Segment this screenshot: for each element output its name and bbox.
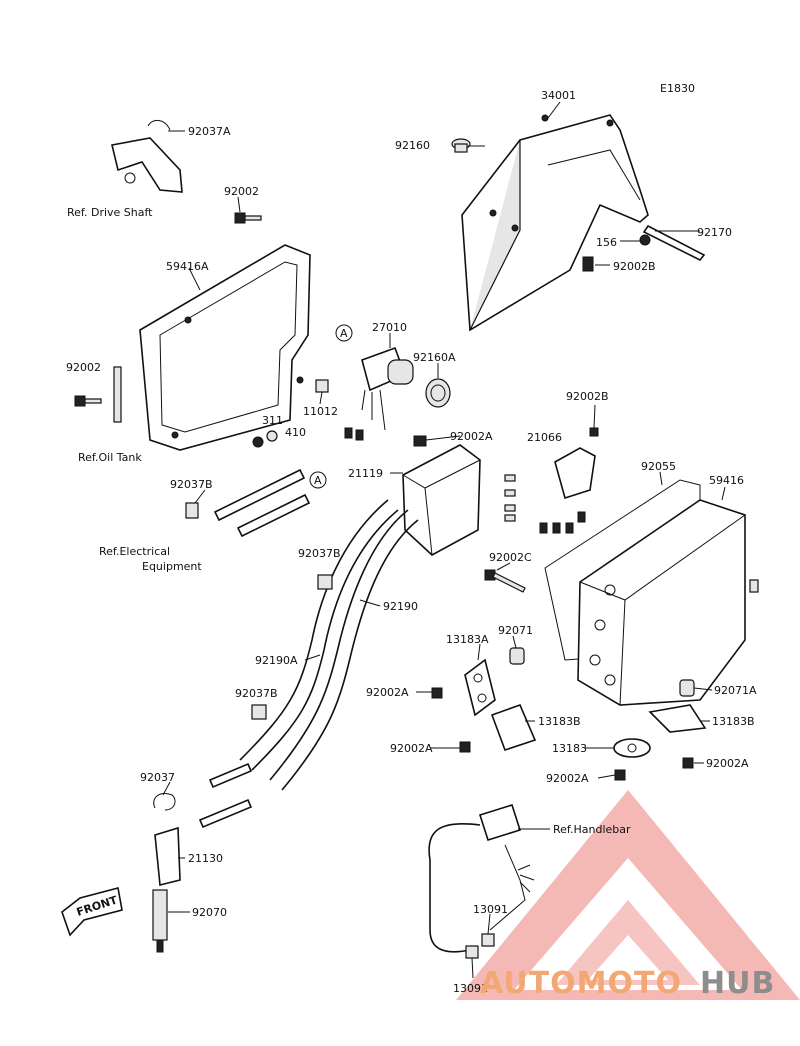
regulator-21066 xyxy=(539,427,599,534)
clamp-92037B-lower xyxy=(251,704,267,720)
ignition-coil-21119 xyxy=(402,435,481,556)
label-ref-handlebar: Ref.Handlebar xyxy=(553,823,631,836)
terminals-21119 xyxy=(504,474,516,522)
mount-13183B-right xyxy=(648,704,707,733)
label-92037B-3: 92037B xyxy=(235,687,278,700)
label-ref-drive-shaft: Ref. Drive Shaft xyxy=(67,206,153,219)
cover-59416A xyxy=(139,244,311,451)
clamp-92037A xyxy=(111,120,183,193)
label-92070: 92070 xyxy=(192,906,227,919)
watermark-text-automoto: AUTOMOTO xyxy=(480,966,682,1001)
bolt-92002A-right xyxy=(682,757,694,769)
label-92190: 92190 xyxy=(383,600,418,613)
label-34001: 34001 xyxy=(541,89,576,102)
connector-13091-b xyxy=(465,945,479,959)
plug-ends xyxy=(198,762,253,829)
diagram-code: E1830 xyxy=(660,82,695,95)
case-59416 xyxy=(577,499,759,706)
switch-27010 xyxy=(344,346,414,441)
cap-92160A xyxy=(425,378,451,408)
label-92002A-5: 92002A xyxy=(706,757,749,770)
label-59416: 59416 xyxy=(709,474,744,487)
label-92002A-2: 92002A xyxy=(366,686,409,699)
bolt-92002-left xyxy=(74,395,102,407)
label-13183B-1: 13183B xyxy=(538,715,581,728)
label-equipment: Equipment xyxy=(142,560,202,573)
bolt-92002-top xyxy=(234,212,262,224)
washer-156 xyxy=(639,234,651,246)
plug-cap-21130 xyxy=(154,826,181,887)
spark-plug-92070 xyxy=(152,889,168,953)
label-92002C: 92002C xyxy=(489,551,532,564)
mount-13183A xyxy=(464,658,496,717)
bolt-92002C xyxy=(484,569,526,593)
label-13091-b: 13091 xyxy=(453,982,488,995)
label-92002B-top: 92002B xyxy=(613,260,656,273)
label-92002A-3: 92002A xyxy=(390,742,433,755)
mount-13183 xyxy=(613,738,651,758)
label-ref-electrical: Ref.Electrical xyxy=(99,545,170,558)
label-92071: 92071 xyxy=(498,624,533,637)
label-92170: 92170 xyxy=(697,226,732,239)
damper-92071 xyxy=(509,647,525,665)
grommet-92160 xyxy=(451,138,471,153)
hose-92190A xyxy=(239,499,399,771)
spacer-11012 xyxy=(315,379,329,393)
bolt-92002A-bottom xyxy=(614,769,626,781)
label-13183: 13183 xyxy=(552,742,587,755)
clamp-92037B-mid xyxy=(317,574,333,590)
label-92037B-1: 92037B xyxy=(170,478,213,491)
label-11012: 11012 xyxy=(303,405,338,418)
label-92055: 92055 xyxy=(641,460,676,473)
label-92037B-2: 92037B xyxy=(298,547,341,560)
label-92160A: 92160A xyxy=(413,351,456,364)
hose-92190 xyxy=(269,509,419,791)
label-21130: 21130 xyxy=(188,852,223,865)
callout-a-lower-text: A xyxy=(314,474,322,487)
connector-13091-a xyxy=(481,933,495,947)
bracket-34001 xyxy=(461,114,649,332)
label-13091-a: 13091 xyxy=(473,903,508,916)
label-21119: 21119 xyxy=(348,467,383,480)
label-92190A: 92190A xyxy=(255,654,298,667)
label-311: 311 xyxy=(262,414,283,427)
bolt-92002A-lower xyxy=(459,741,471,753)
plug-leads-92037B xyxy=(185,468,311,538)
watermark-logo xyxy=(456,790,800,1000)
clip-92037 xyxy=(153,793,176,811)
label-13183B-2: 13183B xyxy=(712,715,755,728)
label-59416A: 59416A xyxy=(166,260,209,273)
label-92037: 92037 xyxy=(140,771,175,784)
nut-311-washer-410 xyxy=(252,430,278,448)
front-arrow xyxy=(61,887,123,937)
label-410: 410 xyxy=(285,426,306,439)
label-27010: 27010 xyxy=(372,321,407,334)
label-92037A: 92037A xyxy=(188,125,231,138)
callout-a-lower: A xyxy=(309,471,327,489)
label-92002A-4: 92002A xyxy=(546,772,589,785)
label-92160: 92160 xyxy=(395,139,430,152)
label-92002B-mid: 92002B xyxy=(566,390,609,403)
handlebar-switch xyxy=(428,803,535,953)
damper-92071A xyxy=(679,679,695,697)
callout-lines xyxy=(162,101,726,979)
callout-a-upper: A xyxy=(335,324,353,342)
label-92002-left: 92002 xyxy=(66,361,101,374)
label-21066: 21066 xyxy=(527,431,562,444)
label-156: 156 xyxy=(596,236,617,249)
label-92002-top: 92002 xyxy=(224,185,259,198)
bolt-92170 xyxy=(642,224,706,262)
callout-a-upper-text: A xyxy=(340,327,348,340)
mount-13183B-left xyxy=(490,703,537,752)
label-92071A: 92071A xyxy=(714,684,757,697)
label-13183A: 13183A xyxy=(446,633,489,646)
bolt-92002A-mid xyxy=(431,687,443,699)
watermark-text-hub: HUB xyxy=(700,966,775,1001)
label-ref-oil-tank: Ref.Oil Tank xyxy=(78,451,142,464)
oil-tank-strap xyxy=(113,366,122,423)
label-92002A-1: 92002A xyxy=(450,430,493,443)
bolt-92002B-top xyxy=(582,256,594,272)
